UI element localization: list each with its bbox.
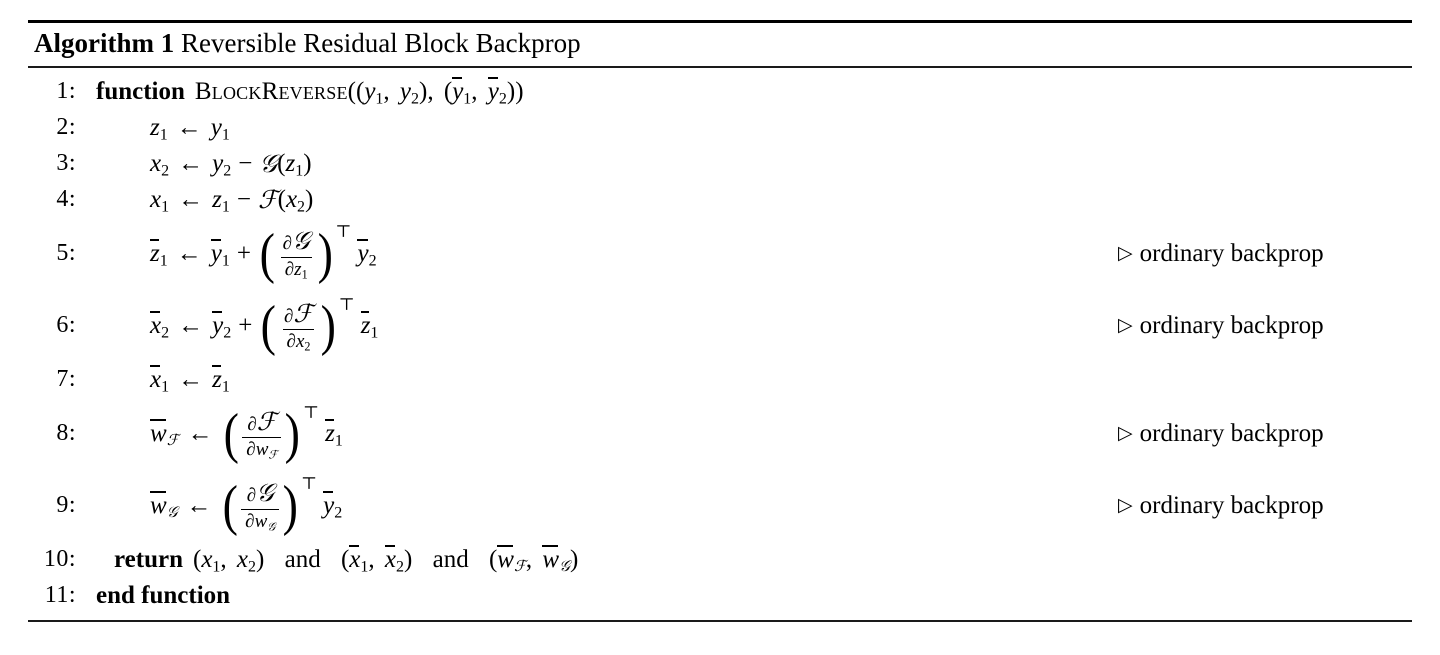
algorithm-title-text: Reversible Residual Block Backprop	[180, 28, 581, 58]
algorithm-line: 3: x2←y2−𝒢(z1)	[28, 146, 1412, 182]
line-number: 3:	[56, 150, 76, 177]
assign-arrow: ←	[178, 149, 204, 177]
line-number: 9:	[56, 492, 76, 519]
comment-triangle-icon: ▷	[1118, 494, 1133, 516]
rule-under-title	[28, 65, 1412, 68]
algorithm-title: Algorithm 1 Reversible Residual Block Ba…	[28, 23, 1412, 66]
line-content: x1←z1−ℱ(x2)	[150, 185, 314, 216]
partial-derivative-fraction: ∂𝒢 ∂z1	[280, 226, 312, 282]
line-number: 1:	[56, 78, 76, 105]
assign-arrow: ←	[178, 365, 204, 393]
algorithm-block: Algorithm 1 Reversible Residual Block Ba…	[28, 20, 1412, 622]
line-number: 6:	[56, 312, 76, 339]
conjunction-and: and	[432, 545, 469, 573]
keyword-end-function: end function	[96, 581, 231, 609]
line-comment: ▷ ordinary backprop	[1118, 420, 1324, 448]
comment-triangle-icon: ▷	[1118, 242, 1133, 264]
comment-text: ordinary backprop	[1139, 311, 1324, 339]
comment-text: ordinary backprop	[1139, 419, 1324, 447]
assign-arrow: ←	[178, 185, 204, 213]
transpose-symbol: ⊤	[338, 294, 355, 314]
partial-derivative-fraction: ∂ℱ ∂wℱ	[242, 407, 282, 461]
line-comment: ▷ ordinary backprop	[1118, 492, 1324, 520]
line-number: 11:	[44, 582, 76, 609]
line-number: 2:	[56, 114, 76, 141]
transpose-symbol: ⊤	[301, 474, 318, 494]
line-number: 10:	[43, 546, 76, 573]
algorithm-line: 4: x1←z1−ℱ(x2)	[28, 182, 1412, 218]
algorithm-title-label: Algorithm 1	[34, 28, 175, 58]
comment-triangle-icon: ▷	[1118, 422, 1133, 444]
line-content: end function	[76, 582, 230, 610]
partial-derivative-fraction: ∂ℱ ∂x2	[282, 298, 315, 354]
line-content: z1←y1	[150, 113, 230, 144]
line-content: x2←y2−𝒢(z1)	[150, 148, 312, 180]
comment-text: ordinary backprop	[1139, 239, 1324, 267]
assign-arrow: ←	[176, 239, 202, 267]
line-number: 7:	[56, 366, 76, 393]
script-g-symbol: 𝒢	[259, 148, 278, 178]
assign-arrow: ←	[176, 113, 202, 141]
comment-text: ordinary backprop	[1139, 491, 1324, 519]
assign-arrow: ←	[187, 419, 213, 447]
assign-arrow: ←	[186, 491, 212, 519]
transpose-symbol: ⊤	[335, 222, 352, 242]
line-number: 4:	[56, 186, 76, 213]
script-f-symbol: ℱ	[257, 185, 278, 215]
transpose-symbol: ⊤	[303, 402, 320, 422]
keyword-return: return	[114, 545, 183, 573]
comment-triangle-icon: ▷	[1118, 314, 1133, 336]
algorithm-line: 2: z1←y1	[28, 110, 1412, 146]
keyword-function: function	[96, 77, 185, 105]
conjunction-and: and	[284, 545, 321, 573]
line-number: 5:	[56, 240, 76, 267]
assign-arrow: ←	[178, 311, 204, 339]
rule-top	[28, 20, 1412, 23]
line-number: 8:	[56, 420, 76, 447]
line-comment: ▷ ordinary backprop	[1118, 312, 1324, 340]
partial-derivative-fraction: ∂𝒢 ∂w𝒢	[241, 478, 280, 533]
rule-bottom	[28, 619, 1412, 622]
line-comment: ▷ ordinary backprop	[1118, 240, 1324, 268]
algorithm-line: 11: end function	[28, 578, 1412, 614]
procedure-name: BlockReverse	[194, 77, 348, 105]
